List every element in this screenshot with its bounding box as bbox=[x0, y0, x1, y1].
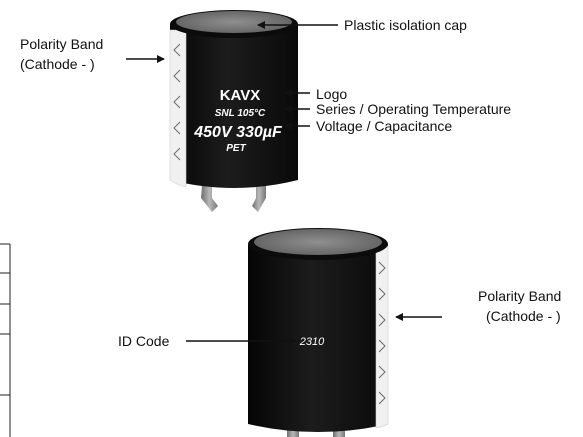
top-capacitor-markings: KAVX SNL 105°C 450V 330µF PET bbox=[193, 87, 283, 154]
bottom-lead-left bbox=[287, 428, 299, 437]
top-lead-left bbox=[201, 186, 218, 212]
top-capacitor bbox=[169, 10, 298, 212]
bottom-lead-right bbox=[333, 428, 345, 437]
bottom-capacitor bbox=[248, 228, 389, 437]
label-voltage-cap: Voltage / Capacitance bbox=[316, 118, 453, 134]
label-polarity-band-top-2: (Cathode - ) bbox=[20, 56, 95, 72]
material-text: PET bbox=[226, 143, 246, 154]
series-temp-text: SNL 105°C bbox=[215, 108, 266, 119]
plastic-isolation-cap bbox=[176, 11, 292, 33]
bottom-plastic-cap bbox=[254, 229, 382, 255]
label-plastic-cap: Plastic isolation cap bbox=[344, 17, 467, 33]
table-fragment bbox=[0, 243, 11, 437]
bottom-capacitor-body bbox=[248, 244, 388, 432]
label-logo: Logo bbox=[316, 86, 348, 102]
label-polarity-band-bottom-2: (Cathode - ) bbox=[486, 308, 561, 324]
top-lead-right bbox=[252, 186, 266, 212]
brand-logo-text: KAVX bbox=[220, 87, 261, 104]
label-series-temp: Series / Operating Temperature bbox=[316, 101, 512, 117]
top-band-minus-marks bbox=[173, 43, 181, 161]
leader-lines bbox=[126, 21, 442, 345]
bottom-polarity-band bbox=[375, 245, 389, 429]
top-polarity-band bbox=[169, 29, 187, 188]
bottom-band-minus-marks bbox=[378, 261, 386, 405]
id-code-text: 2310 bbox=[299, 336, 325, 348]
label-polarity-band-bottom-1: Polarity Band bbox=[478, 288, 562, 304]
top-capacitor-body bbox=[170, 24, 298, 188]
label-polarity-band-top-1: Polarity Band bbox=[20, 36, 104, 52]
label-id-code: ID Code bbox=[118, 333, 170, 349]
rating-text: 450V 330µF bbox=[193, 124, 283, 141]
